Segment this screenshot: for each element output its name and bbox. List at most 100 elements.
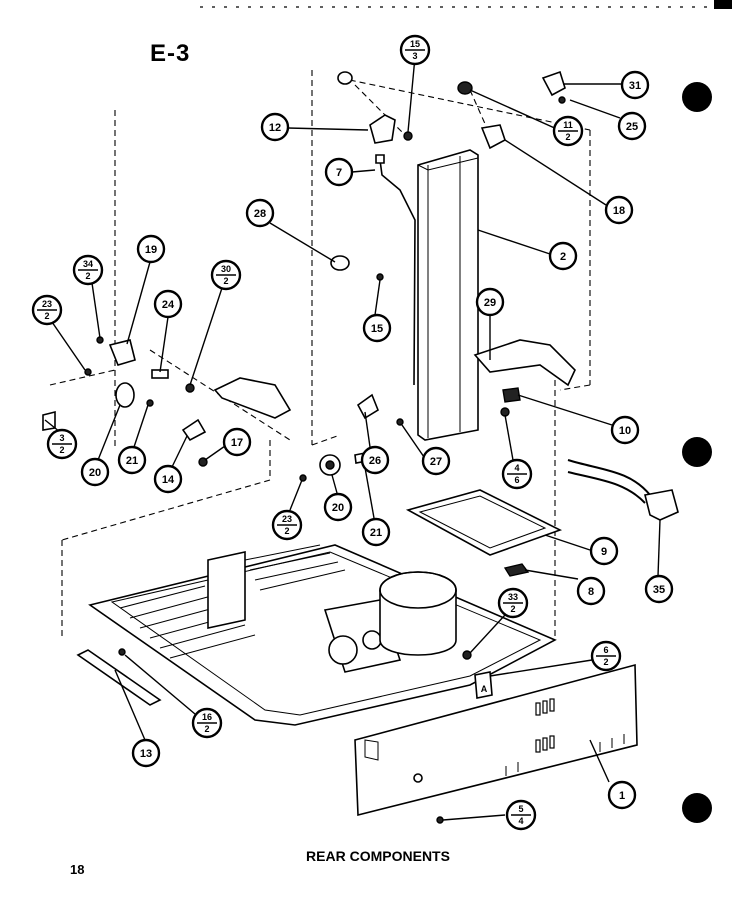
fraction-callout-15-3: 153 bbox=[399, 34, 431, 66]
svg-text:1: 1 bbox=[619, 790, 625, 802]
screw-25 bbox=[558, 96, 566, 104]
svg-text:11: 11 bbox=[563, 120, 573, 130]
drain-tube bbox=[379, 159, 416, 386]
svg-text:23: 23 bbox=[42, 299, 52, 309]
svg-text:35: 35 bbox=[653, 584, 665, 596]
callout-9: 9 bbox=[589, 536, 619, 566]
diagram-caption: REAR COMPONENTS bbox=[306, 848, 450, 864]
svg-text:3: 3 bbox=[59, 433, 64, 443]
callout-35: 35 bbox=[644, 574, 674, 604]
callout-12: 12 bbox=[260, 112, 290, 142]
svg-text:12: 12 bbox=[269, 122, 281, 134]
callout-21-left: 21 bbox=[117, 445, 147, 475]
svg-text:15: 15 bbox=[410, 39, 420, 49]
fraction-callout-16-2: 162 bbox=[191, 707, 223, 739]
svg-text:9: 9 bbox=[601, 546, 607, 558]
callout-8: 8 bbox=[576, 576, 606, 606]
bracket-12 bbox=[369, 114, 396, 144]
callouts: 31 25 18 12 7 28 2 19 24 29 15 10 17 26 … bbox=[80, 70, 674, 810]
svg-text:20: 20 bbox=[89, 467, 101, 479]
callout-20-center: 20 bbox=[323, 492, 353, 522]
callout-15: 15 bbox=[362, 313, 392, 343]
svg-text:20: 20 bbox=[332, 502, 344, 514]
part-8 bbox=[503, 563, 530, 577]
left-hardware bbox=[42, 336, 292, 467]
svg-text:28: 28 bbox=[254, 208, 266, 220]
base-pan-assembly: A bbox=[88, 544, 557, 726]
svg-text:33: 33 bbox=[508, 592, 518, 602]
svg-text:25: 25 bbox=[626, 121, 638, 133]
callout-2: 2 bbox=[548, 241, 578, 271]
binder-hole-bottom bbox=[682, 793, 712, 823]
svg-text:2: 2 bbox=[44, 311, 49, 321]
callout-31: 31 bbox=[620, 70, 650, 100]
svg-text:2: 2 bbox=[59, 445, 64, 455]
callout-1: 1 bbox=[607, 780, 637, 810]
callout-19: 19 bbox=[136, 234, 166, 264]
svg-text:2: 2 bbox=[85, 271, 90, 281]
svg-text:19: 19 bbox=[145, 244, 157, 256]
screw-4-6 bbox=[500, 407, 510, 417]
callout-26: 26 bbox=[360, 445, 390, 475]
svg-text:8: 8 bbox=[588, 586, 594, 598]
callout-10: 10 bbox=[610, 415, 640, 445]
svg-text:2: 2 bbox=[510, 604, 515, 614]
svg-text:7: 7 bbox=[336, 167, 342, 179]
svg-text:23: 23 bbox=[282, 514, 292, 524]
page-number: 18 bbox=[70, 862, 85, 877]
callout-21-center: 21 bbox=[361, 517, 391, 547]
binder-hole-top bbox=[682, 82, 712, 112]
svg-text:2: 2 bbox=[223, 276, 228, 286]
callout-20-left: 20 bbox=[80, 457, 110, 487]
bracket-letter: A bbox=[481, 684, 488, 694]
svg-text:24: 24 bbox=[162, 299, 175, 311]
bracket-29 bbox=[473, 339, 576, 387]
svg-text:30: 30 bbox=[221, 264, 231, 274]
callout-7: 7 bbox=[324, 157, 354, 187]
diagram-heading: E-3 bbox=[150, 40, 191, 67]
screw-27 bbox=[396, 418, 404, 426]
fraction-callout-30-2: 302 bbox=[210, 259, 242, 291]
svg-text:21: 21 bbox=[370, 527, 382, 539]
fraction-callout-34-2: 342 bbox=[72, 254, 104, 286]
fraction-callouts: 153 112 342 302 232 32 46 232 332 62 162… bbox=[31, 34, 622, 831]
binder-hole-middle bbox=[682, 437, 712, 467]
svg-text:2: 2 bbox=[560, 251, 566, 263]
svg-text:2: 2 bbox=[204, 724, 209, 734]
svg-text:16: 16 bbox=[202, 712, 212, 722]
callout-13: 13 bbox=[131, 738, 161, 768]
screw-15-top bbox=[403, 131, 413, 141]
cap-11 bbox=[457, 81, 473, 95]
fraction-callout-23-2-center: 232 bbox=[271, 509, 303, 541]
callout-29: 29 bbox=[475, 287, 505, 317]
svg-text:14: 14 bbox=[162, 474, 175, 486]
leader-lines bbox=[44, 56, 661, 821]
callout-14: 14 bbox=[153, 464, 183, 494]
clip-26 bbox=[356, 393, 379, 420]
fraction-callout-6-2: 62 bbox=[590, 640, 622, 672]
svg-text:34: 34 bbox=[83, 259, 93, 269]
svg-text:2: 2 bbox=[603, 657, 608, 667]
svg-text:6: 6 bbox=[514, 475, 519, 485]
callout-24: 24 bbox=[153, 289, 183, 319]
fraction-callout-11-2: 112 bbox=[552, 115, 584, 147]
screw-16-2 bbox=[118, 648, 126, 656]
compressor bbox=[379, 571, 457, 656]
svg-text:4: 4 bbox=[514, 463, 519, 473]
fraction-callout-3-2: 32 bbox=[46, 428, 78, 460]
fraction-callout-4-6: 46 bbox=[501, 458, 533, 490]
callout-28: 28 bbox=[245, 198, 275, 228]
grommet-28 bbox=[330, 255, 350, 271]
mount-20-center bbox=[325, 460, 335, 470]
drain-pan-9 bbox=[405, 489, 563, 556]
svg-text:31: 31 bbox=[629, 80, 641, 92]
svg-text:3: 3 bbox=[412, 51, 417, 61]
callout-25: 25 bbox=[617, 111, 647, 141]
grommet-10 bbox=[502, 387, 521, 403]
screw-5-4 bbox=[436, 816, 444, 824]
svg-text:26: 26 bbox=[369, 455, 381, 467]
svg-text:27: 27 bbox=[430, 456, 442, 468]
scan-noise bbox=[200, 0, 732, 9]
